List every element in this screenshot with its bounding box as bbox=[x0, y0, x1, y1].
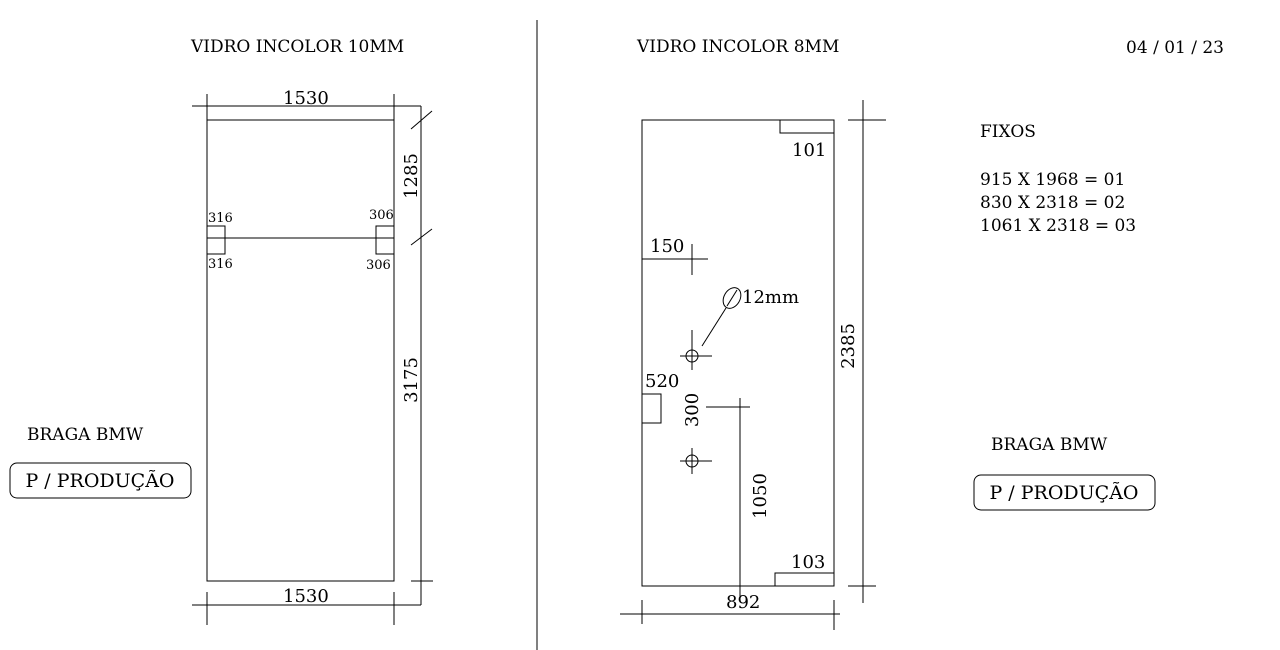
left-status-box bbox=[9, 462, 192, 499]
right-height-total: 2385 bbox=[838, 323, 859, 369]
right-520-notch bbox=[641, 393, 662, 424]
right-hole-diameter-symbol bbox=[722, 287, 742, 309]
fixos-title: FIXOS bbox=[980, 122, 1036, 142]
left-notch-left-bottom-label: 316 bbox=[208, 257, 233, 272]
left-notch-right-bottom-label: 306 bbox=[366, 258, 391, 273]
left-notch-left-top-label: 316 bbox=[208, 211, 233, 226]
right-status-label: P / PRODUÇÃO bbox=[989, 482, 1138, 504]
left-height-lower: 3175 bbox=[401, 357, 422, 403]
right-glass-outline bbox=[641, 119, 835, 587]
left-status-label: P / PRODUÇÃO bbox=[25, 470, 174, 492]
left-width-top: 1530 bbox=[283, 88, 329, 109]
left-notch-left bbox=[206, 225, 226, 255]
left-panel-title: VIDRO INCOLOR 10MM bbox=[190, 37, 404, 57]
left-notch-right bbox=[375, 225, 395, 255]
left-glass-outline bbox=[206, 119, 395, 582]
left-slash-mid bbox=[410, 228, 433, 246]
right-corner-top-notch bbox=[779, 120, 834, 134]
right-client-label: BRAGA BMW bbox=[991, 435, 1108, 455]
right-hole-leader bbox=[701, 307, 727, 347]
right-corner-top-label: 101 bbox=[792, 140, 826, 161]
right-offset-150: 150 bbox=[650, 236, 684, 257]
left-height-upper: 1285 bbox=[401, 153, 422, 199]
left-slash-top bbox=[410, 110, 433, 130]
left-width-bottom: 1530 bbox=[283, 586, 329, 607]
fixos-item: 1061 X 2318 = 03 bbox=[980, 216, 1136, 236]
right-corner-bottom-label: 103 bbox=[791, 552, 825, 573]
fixos-item: 915 X 1968 = 01 bbox=[980, 170, 1125, 190]
left-notch-right-top-label: 306 bbox=[369, 208, 394, 223]
fixos-item: 830 X 2318 = 02 bbox=[980, 193, 1125, 213]
right-hole-spacing: 300 bbox=[682, 393, 703, 427]
right-status-box bbox=[973, 474, 1156, 511]
right-hole-label: 12mm bbox=[742, 287, 799, 308]
date-label: 04 / 01 / 23 bbox=[1126, 38, 1224, 58]
left-client-label: BRAGA BMW bbox=[27, 425, 144, 445]
right-hole-diameter-slash bbox=[726, 289, 738, 307]
right-height-1050: 1050 bbox=[750, 473, 771, 519]
right-notch-520: 520 bbox=[645, 371, 679, 392]
right-width-bottom: 892 bbox=[726, 592, 760, 613]
right-panel-title: VIDRO INCOLOR 8MM bbox=[636, 37, 839, 57]
right-corner-bottom-notch bbox=[774, 572, 834, 586]
